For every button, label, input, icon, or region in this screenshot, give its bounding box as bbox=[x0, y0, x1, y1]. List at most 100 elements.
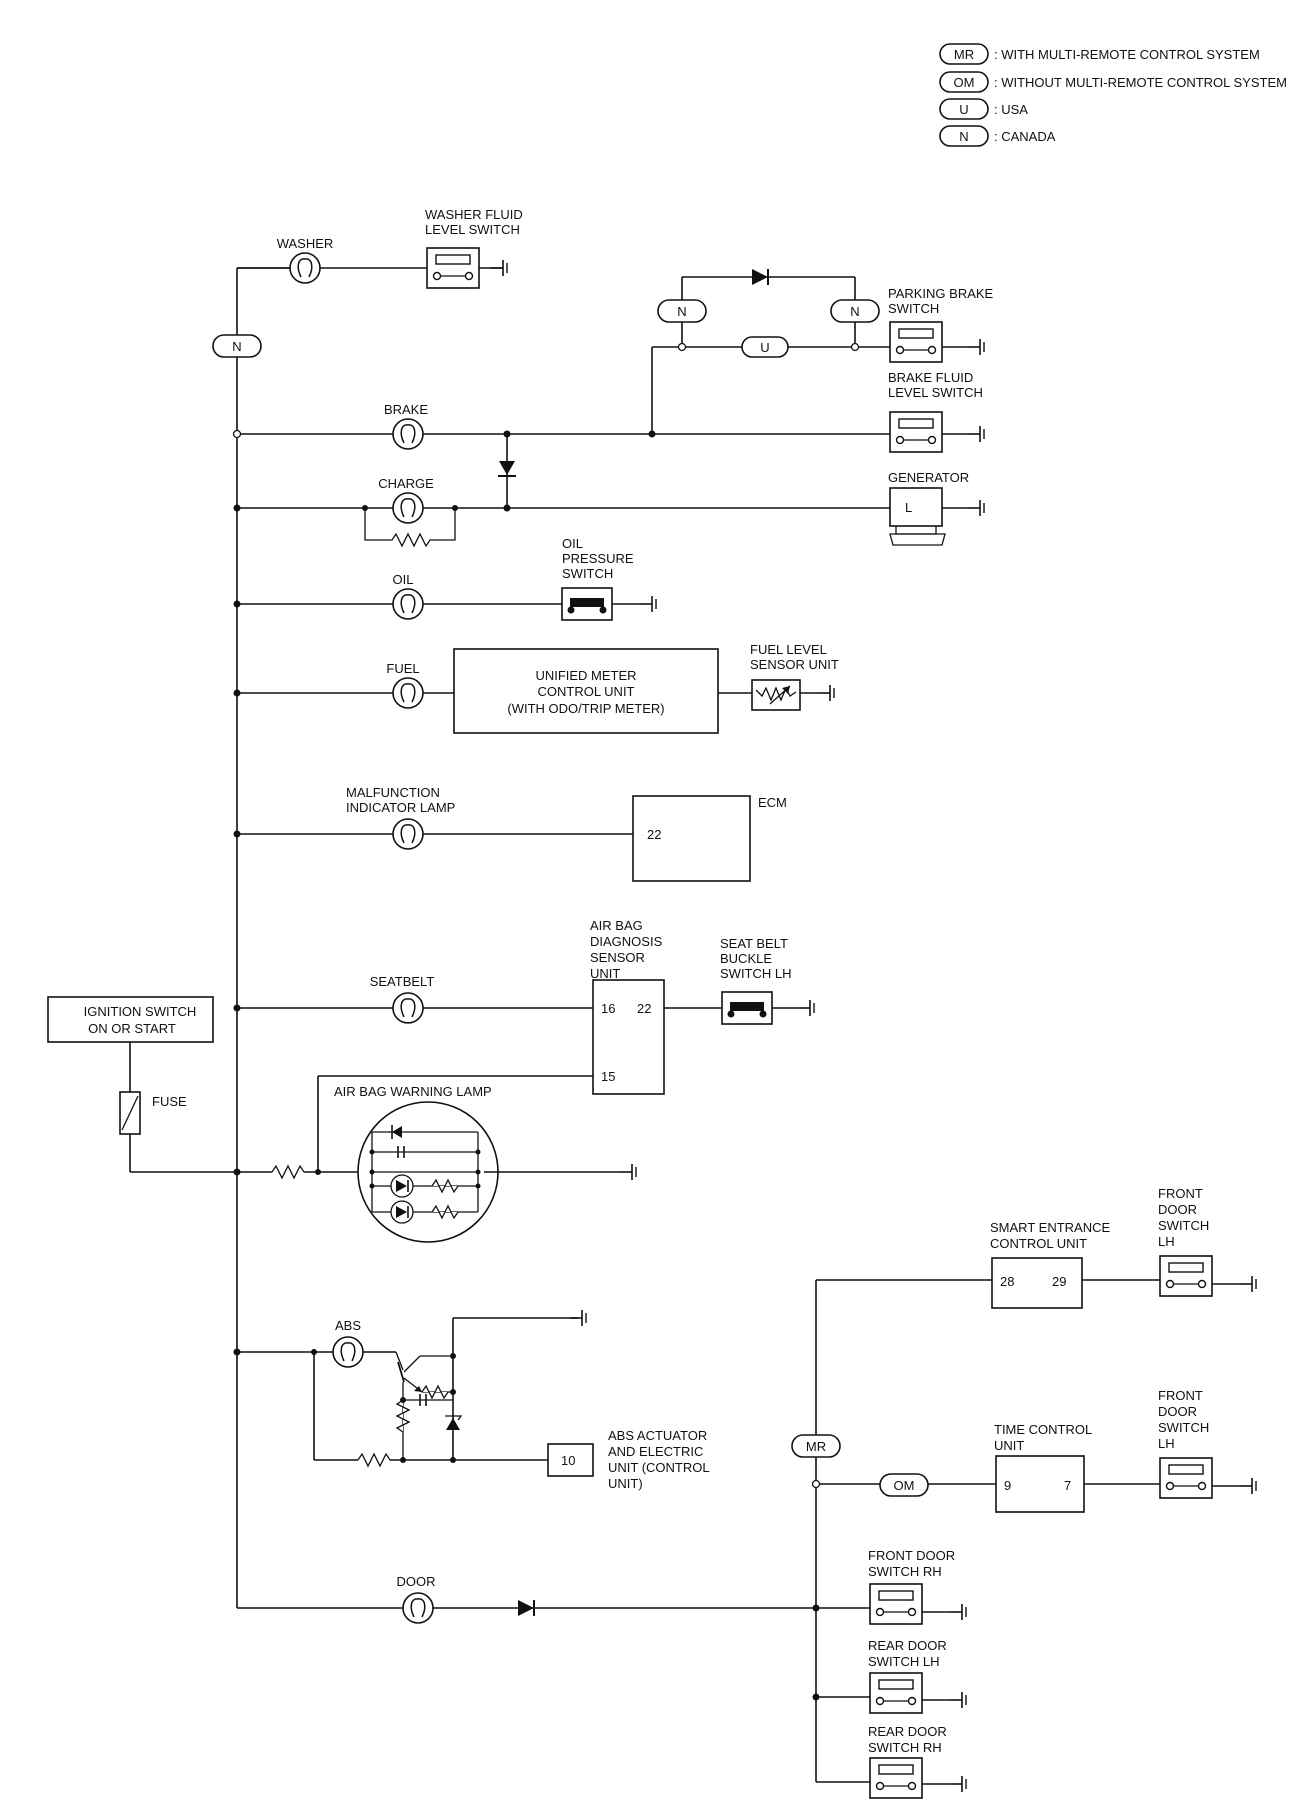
ground-icon bbox=[569, 1309, 587, 1327]
time-control-pin: 9 bbox=[1004, 1478, 1011, 1493]
legend-text: : CANADA bbox=[994, 129, 1056, 144]
front-door-lh-label: FRONT bbox=[1158, 1186, 1203, 1201]
charge-lamp-label: CHARGE bbox=[378, 476, 434, 491]
abs-unit-label: AND ELECTRIC bbox=[608, 1444, 703, 1459]
front-door-lh-label: DOOR bbox=[1158, 1202, 1197, 1217]
oil-circuit: OIL OIL PRESSURE SWITCH bbox=[233, 536, 657, 621]
abs-lamp-icon bbox=[332, 1336, 364, 1368]
fuel-circuit: FUEL UNIFIED METER CONTROL UNIT (WITH OD… bbox=[233, 642, 839, 734]
parking-brake-switch-label: SWITCH bbox=[888, 301, 939, 316]
seatbelt-switch-label: BUCKLE bbox=[720, 951, 772, 966]
ignition-label: IGNITION SWITCH bbox=[84, 1004, 197, 1019]
rear-door-switch-rh-icon bbox=[869, 1757, 923, 1799]
ignition-switch: IGNITION SWITCH ON OR START bbox=[47, 996, 214, 1043]
front-door-lh-label: SWITCH bbox=[1158, 1420, 1209, 1435]
smart-entrance-pin: 29 bbox=[1052, 1274, 1066, 1289]
abs-unit-label: UNIT (CONTROL bbox=[608, 1460, 710, 1475]
smart-entrance-control-unit bbox=[991, 1257, 1083, 1309]
legend-item-om: OM : WITHOUT MULTI-REMOTE CONTROL SYSTEM bbox=[939, 71, 1287, 93]
mil-lamp-label: MALFUNCTION bbox=[346, 785, 440, 800]
variant-tag-label: N bbox=[850, 304, 859, 319]
airbag-unit-label: DIAGNOSIS bbox=[590, 934, 663, 949]
ground-icon bbox=[1239, 1275, 1257, 1293]
oil-pressure-switch-label: PRESSURE bbox=[562, 551, 634, 566]
resistor-icon bbox=[357, 1452, 391, 1468]
airbag-diagnosis-sensor-unit bbox=[592, 979, 665, 1095]
diode-icon bbox=[751, 268, 769, 286]
rear-door-rh-label: REAR DOOR bbox=[868, 1724, 947, 1739]
generator-terminal: L bbox=[905, 500, 912, 515]
charge-circuit: CHARGE L GENERATOR bbox=[233, 470, 985, 548]
front-door-lh-label: LH bbox=[1158, 1436, 1175, 1451]
airbag-unit-pin: 22 bbox=[637, 1001, 651, 1016]
abs-lamp-label: ABS bbox=[335, 1318, 361, 1333]
seatbelt-buckle-switch-icon bbox=[721, 991, 773, 1025]
legend-item-n: N : CANADA bbox=[939, 125, 1056, 147]
washer-fluid-switch-label: LEVEL SWITCH bbox=[425, 222, 520, 237]
ground-icon bbox=[967, 499, 985, 517]
unified-meter-label: UNIFIED METER bbox=[535, 668, 636, 683]
generator-icon bbox=[889, 533, 946, 546]
door-lamp-icon bbox=[402, 1592, 434, 1624]
ground-icon bbox=[949, 1691, 967, 1709]
oil-pressure-switch-icon bbox=[561, 587, 613, 621]
abs-unit-label: ABS ACTUATOR bbox=[608, 1428, 707, 1443]
resistor-icon bbox=[364, 508, 456, 548]
variant-tag-n bbox=[212, 334, 262, 358]
seatbelt-switch-label: SWITCH LH bbox=[720, 966, 792, 981]
brake-lamp-label: BRAKE bbox=[384, 402, 428, 417]
seatbelt-circuit: SEATBELT AIR BAG DIAGNOSIS SENSOR UNIT 1… bbox=[233, 918, 815, 1095]
legend-text: : WITHOUT MULTI-REMOTE CONTROL SYSTEM bbox=[994, 75, 1287, 90]
door-lamp-label: DOOR bbox=[397, 1574, 436, 1589]
abs-unit-label: UNIT) bbox=[608, 1476, 643, 1491]
ground-icon bbox=[967, 425, 985, 443]
abs-actuator-unit bbox=[547, 1443, 594, 1477]
variant-tag-mr bbox=[791, 1434, 841, 1458]
ground-icon bbox=[639, 595, 657, 613]
brake-lamp-icon bbox=[392, 418, 424, 450]
variant-tag-label: MR bbox=[806, 1439, 826, 1454]
ground-icon bbox=[949, 1775, 967, 1793]
oil-pressure-switch-label: OIL bbox=[562, 536, 583, 551]
generator bbox=[889, 487, 943, 527]
airbag-lamp-label: AIR BAG WARNING LAMP bbox=[334, 1084, 492, 1099]
oil-pressure-switch-label: SWITCH bbox=[562, 566, 613, 581]
rear-door-lh-label: REAR DOOR bbox=[868, 1638, 947, 1653]
legend-code: U bbox=[959, 102, 968, 117]
parking-brake-switch-label: PARKING BRAKE bbox=[888, 286, 994, 301]
legend-code: OM bbox=[954, 75, 975, 90]
diode-icon bbox=[517, 1599, 535, 1617]
front-door-switch-lh-icon bbox=[1159, 1457, 1213, 1499]
variant-tag-label: N bbox=[677, 304, 686, 319]
unified-meter-label: (WITH ODO/TRIP METER) bbox=[507, 701, 664, 716]
smart-entrance-label: SMART ENTRANCE bbox=[990, 1220, 1110, 1235]
washer-fluid-switch-icon bbox=[426, 247, 480, 289]
washer-lamp-icon bbox=[289, 252, 321, 284]
rear-door-lh-label: SWITCH LH bbox=[868, 1654, 940, 1669]
variant-tag-label: OM bbox=[894, 1478, 915, 1493]
airbag-unit-label: AIR BAG bbox=[590, 918, 643, 933]
unified-meter-control-unit bbox=[453, 648, 719, 734]
mil-lamp-label: INDICATOR LAMP bbox=[346, 800, 455, 815]
brake-fluid-switch-icon bbox=[889, 411, 943, 453]
front-door-switch-rh-icon bbox=[869, 1583, 923, 1625]
oil-lamp-label: OIL bbox=[393, 572, 414, 587]
fuel-lamp-icon bbox=[392, 677, 424, 709]
legend-code: MR bbox=[954, 47, 974, 62]
washer-lamp-label: WASHER bbox=[277, 236, 334, 251]
front-door-lh-label: LH bbox=[1158, 1234, 1175, 1249]
door-circuit: DOOR MR SMART ENTRANCE CONTROL UNIT 28 2… bbox=[237, 1186, 1257, 1799]
fuse: FUSE bbox=[119, 1091, 187, 1135]
fuel-sender-label: FUEL LEVEL bbox=[750, 642, 827, 657]
front-door-switch-lh-icon bbox=[1159, 1255, 1213, 1297]
seatbelt-switch-label: SEAT BELT bbox=[720, 936, 788, 951]
ecm bbox=[632, 795, 751, 882]
seatbelt-lamp-icon bbox=[392, 992, 424, 1024]
time-control-pin: 7 bbox=[1064, 1478, 1071, 1493]
legend-item-mr: MR : WITH MULTI-REMOTE CONTROL SYSTEM bbox=[939, 43, 1260, 65]
front-door-lh-label: DOOR bbox=[1158, 1404, 1197, 1419]
brake-fluid-switch-label: BRAKE FLUID bbox=[888, 370, 973, 385]
airbag-unit-label: SENSOR bbox=[590, 950, 645, 965]
resistor-icon bbox=[271, 1164, 305, 1180]
time-control-unit bbox=[995, 1455, 1085, 1513]
